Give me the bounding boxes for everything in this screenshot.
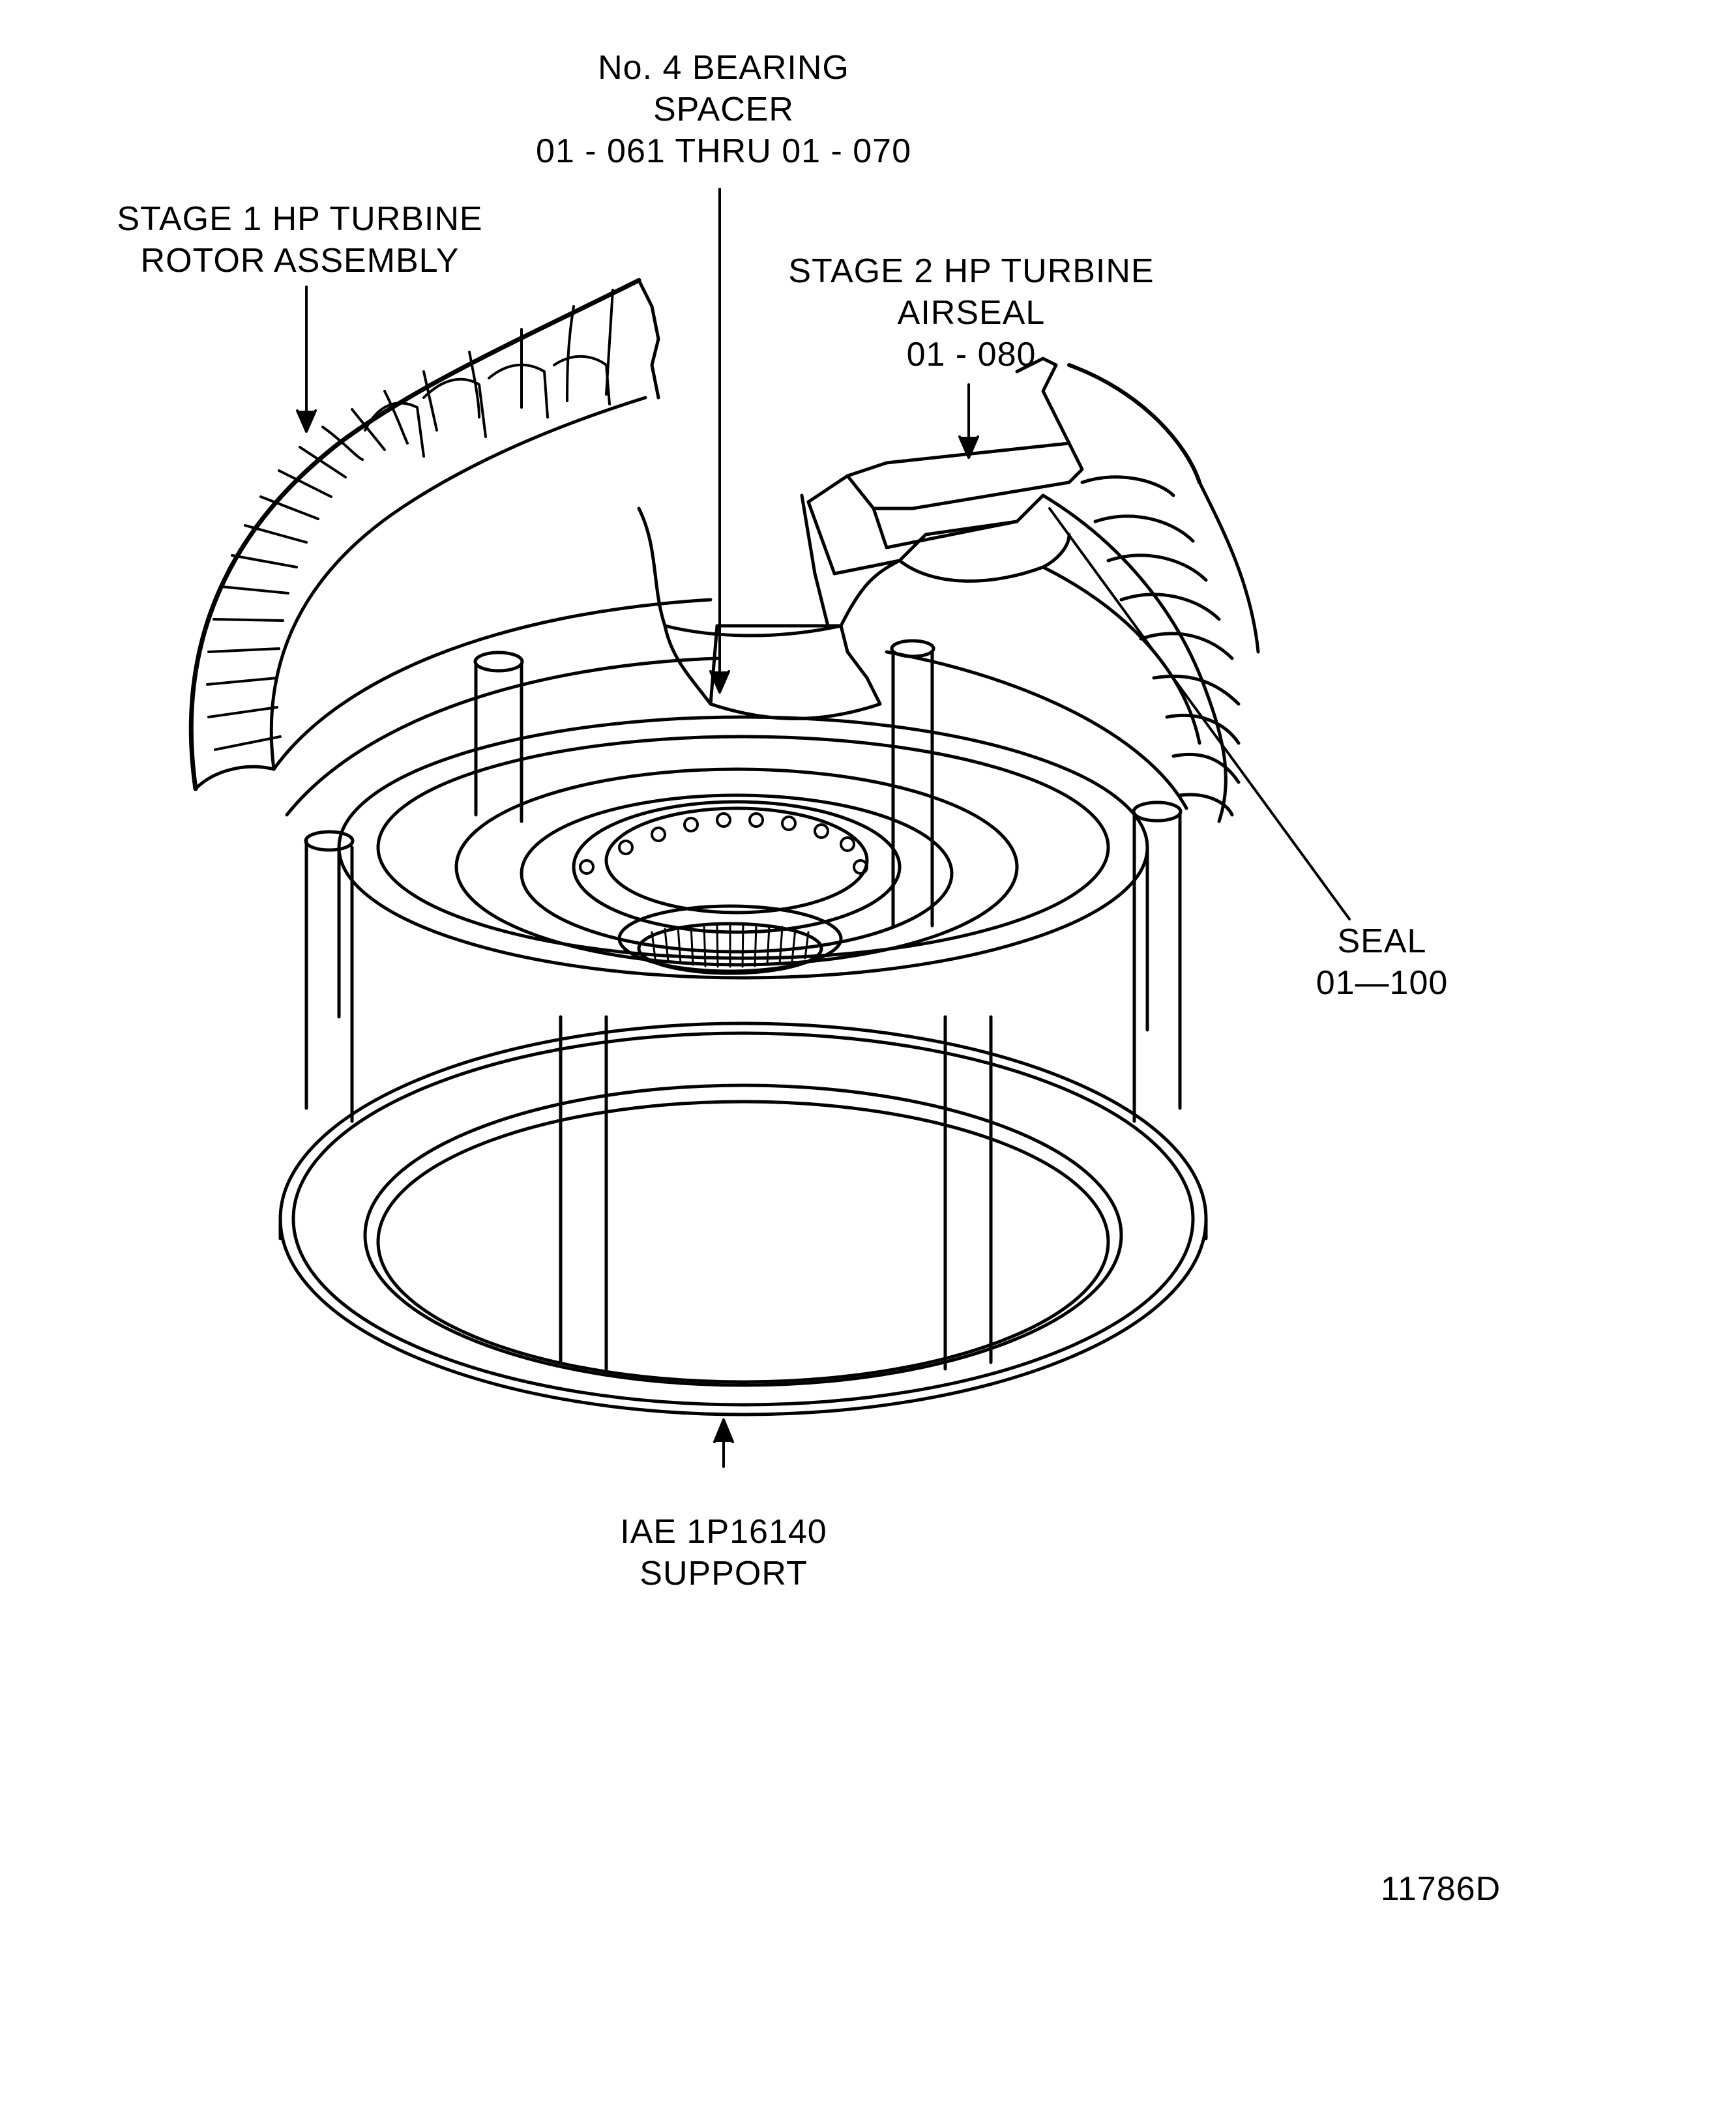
support-posts xyxy=(304,639,1183,1371)
spline-teeth xyxy=(651,923,810,968)
stage1-blade-tips xyxy=(364,355,611,458)
stage2-airseal-line1: STAGE 2 HP TURBINE xyxy=(788,252,1155,290)
disk-cutaway xyxy=(637,493,902,720)
support-line1: IAE 1P16140 xyxy=(620,1513,827,1551)
support-line2: SUPPORT xyxy=(640,1555,808,1592)
stage2-airseal-line3: 01 - 080 xyxy=(906,336,1037,374)
label-stage2-airseal: STAGE 2 HP TURBINE AIRSEAL 01 - 080 xyxy=(769,250,1173,375)
label-stage1-rotor: STAGE 1 HP TURBINE ROTOR ASSEMBLY xyxy=(91,198,508,282)
stage1-rotor-assembly xyxy=(188,278,660,791)
figure-number: 11786D xyxy=(1380,1870,1501,1908)
stage1-blade-lines xyxy=(206,289,614,751)
label-support: IAE 1P16140 SUPPORT xyxy=(574,1511,874,1594)
stage2-airseal-line2: AIRSEAL xyxy=(897,294,1046,332)
support-ring xyxy=(278,1021,1208,1416)
leader-lines xyxy=(296,188,1351,1468)
bearing-spacer-line3: 01 - 061 THRU 01 - 070 xyxy=(536,132,911,170)
rotor-disk xyxy=(272,565,1201,1032)
stage2-blades xyxy=(1041,363,1260,823)
seal-line1: SEAL xyxy=(1337,922,1427,960)
bearing-spacer-line1: No. 4 BEARING xyxy=(598,49,849,87)
bolt-holes xyxy=(579,812,868,875)
bearing-spacer-line2: SPACER xyxy=(653,91,794,128)
label-seal: SEAL 01—100 xyxy=(1291,920,1473,1004)
label-bearing-spacer: No. 4 BEARING SPACER 01 - 061 THRU 01 - … xyxy=(522,47,926,172)
stage1-rotor-line2: ROTOR ASSEMBLY xyxy=(140,242,460,280)
seal-line2: 01—100 xyxy=(1316,964,1449,1002)
stage2-airseal xyxy=(806,357,1084,583)
stage1-rotor-line1: STAGE 1 HP TURBINE xyxy=(117,200,483,238)
